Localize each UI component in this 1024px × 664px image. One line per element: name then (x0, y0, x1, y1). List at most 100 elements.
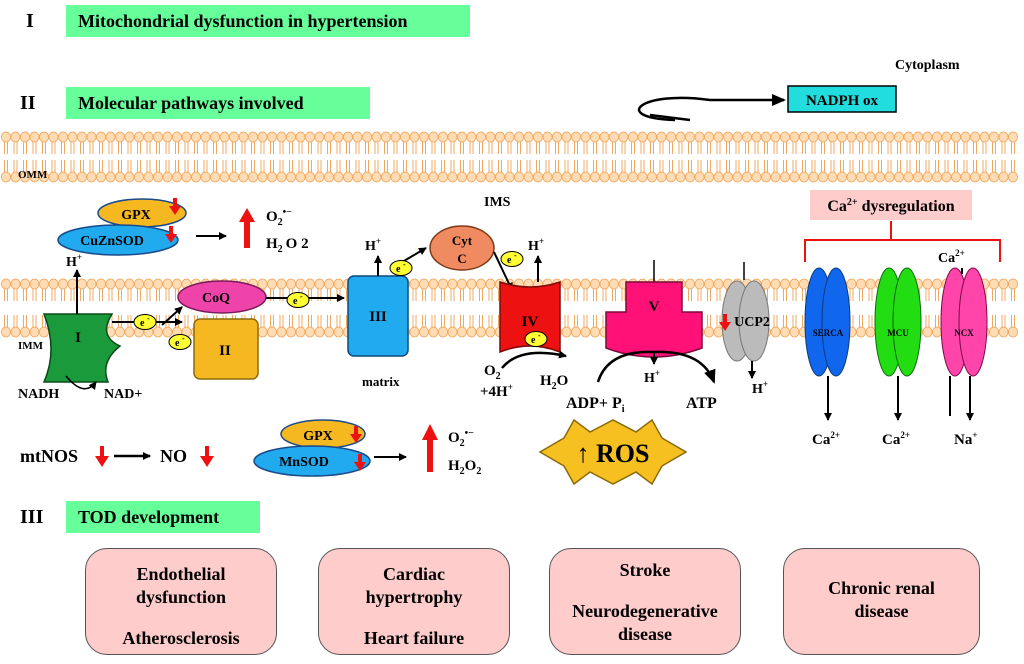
lipid-tail (32, 160, 37, 172)
lipid-tail (526, 160, 531, 172)
ca-dysregulation-box (810, 190, 972, 220)
lipid-head (713, 171, 724, 183)
lipid-tail (498, 142, 502, 154)
lipid-tail (146, 160, 151, 172)
lipid-head (732, 131, 743, 143)
lipid-tail (460, 142, 464, 154)
lipid-tail (935, 315, 939, 327)
lipid-tail (108, 142, 113, 154)
lipid-tail (878, 160, 882, 172)
cytoplasm-label: Cytoplasm (895, 58, 960, 73)
lipid-head (276, 171, 287, 183)
lipid-tail (783, 289, 787, 301)
lipid-head (10, 326, 21, 338)
lipid-head (285, 326, 296, 338)
atp-label: ATP (686, 395, 717, 412)
arrow-e-cytc-iv (493, 251, 513, 291)
red-down-arrow-icon (165, 226, 177, 243)
lipid-head (399, 171, 410, 183)
lipid-head (799, 171, 810, 183)
lipid-tail (764, 160, 768, 172)
lipid-head (39, 326, 50, 338)
lipid-head (48, 171, 59, 183)
lipid-head (266, 131, 277, 143)
lipid-tail (80, 289, 84, 301)
lipid-head (19, 131, 30, 143)
lipid-head (989, 326, 1000, 338)
lipid-head (637, 131, 648, 143)
lipid-tail (564, 315, 569, 327)
lipid-head (580, 131, 591, 143)
lipid-tail (403, 142, 407, 154)
lipid-tail (697, 160, 702, 172)
lipid-tail (897, 142, 901, 154)
lipid-head (789, 326, 800, 338)
lipid-tail (108, 289, 113, 301)
tod-box-line: disease (618, 624, 672, 644)
cyt-label: Cyt (452, 233, 473, 248)
lipid-head (314, 326, 325, 338)
lipid-tail (118, 289, 122, 301)
lipid-tail (308, 160, 312, 172)
lipid-head (323, 326, 334, 338)
lipid-head (979, 131, 990, 143)
lipid-head (19, 278, 30, 290)
lipid-tail (849, 142, 854, 154)
lipid-head (894, 131, 905, 143)
lipid-head (219, 131, 230, 143)
svg-text:-: - (182, 334, 185, 343)
lipid-head (380, 171, 391, 183)
lipid-head (856, 326, 867, 338)
lipid-tail (175, 142, 179, 154)
cuznsod-ellipse (57, 224, 179, 256)
lipid-head (181, 171, 192, 183)
svg-text:e: e (175, 338, 180, 349)
lipid-head (333, 171, 344, 183)
lipid-tail (536, 142, 540, 154)
complex-ii (193, 318, 259, 380)
complex-iii-label: III (369, 309, 387, 325)
lipid-head (447, 171, 458, 183)
tod-box-line: disease (854, 601, 909, 621)
lipid-tail (23, 289, 27, 301)
lipid-head (276, 326, 287, 338)
lipid-head (162, 171, 173, 183)
lipid-tail (526, 142, 531, 154)
lipid-head (266, 326, 277, 338)
lipid-tail (925, 315, 930, 327)
lipid-head (190, 131, 201, 143)
lipid-head (257, 171, 268, 183)
lipid-tail (393, 142, 398, 154)
lipid-tail (232, 160, 236, 172)
lipid-tail (13, 160, 18, 172)
lipid-head (115, 131, 126, 143)
lipid-head (209, 171, 220, 183)
lipid-head (115, 171, 126, 183)
lipid-tail (935, 142, 939, 154)
lipid-head (437, 131, 448, 143)
mcu-label: MCU (887, 328, 909, 338)
lipid-head (466, 278, 477, 290)
lipid-tail (270, 142, 274, 154)
lipid-head (352, 131, 363, 143)
lipid-head (171, 171, 182, 183)
lipid-head (894, 171, 905, 183)
lipid-tail (640, 160, 645, 172)
lipid-head (561, 326, 572, 338)
tod-box-line: Chronic renal (828, 578, 935, 598)
lipid-head (856, 131, 867, 143)
lipid-head (941, 171, 952, 183)
lipid-tail (137, 160, 141, 172)
lipid-tail (4, 142, 8, 154)
lipid-head (437, 171, 448, 183)
lipid-head (143, 278, 154, 290)
lipid-tail (735, 160, 740, 172)
lipid-head (770, 278, 781, 290)
lipid-tail (431, 315, 436, 327)
ncx-right (958, 267, 988, 377)
lipid-tail (707, 315, 711, 327)
lipid-tail (916, 142, 920, 154)
lipid-head (704, 278, 715, 290)
lipid-head (276, 278, 287, 290)
